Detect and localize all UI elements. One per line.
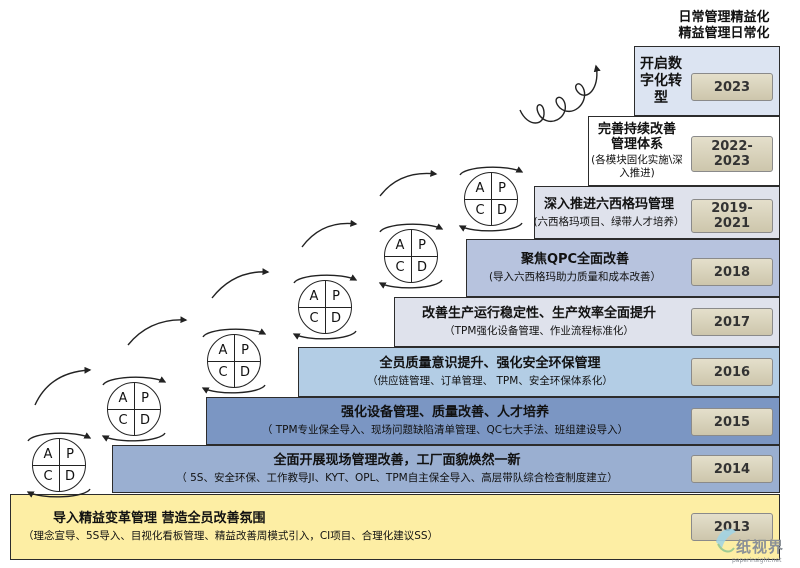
year-badge: 2018 (691, 258, 773, 286)
step-2018: 聚焦QPC全面改善 (导入六西格玛助力质量和成本改善） 2018 (466, 239, 780, 297)
step-title: 完善持续改善管理体系 (597, 122, 676, 152)
pdca-cycle-wheel: A P C D (207, 334, 261, 388)
pdca-act-label: A (218, 342, 228, 358)
pdca-check-label: C (475, 202, 485, 218)
pdca-plan-label: P (498, 180, 506, 196)
pdca-cycle-wheel: A P C D (32, 438, 86, 492)
step-subtitle: （TPM强化设备管理、作业流程标准化） (444, 325, 634, 337)
pdca-act-label: A (118, 390, 128, 406)
pdca-cycle-wheel: A P C D (107, 382, 161, 436)
year-badge: 2019- 2021 (691, 199, 773, 233)
progress-arrow (379, 169, 438, 197)
spiral-arrow (519, 64, 601, 124)
step-subtitle: （ 5S、安全环保、工作教导JI、KYT、OPL、TPM自主保全导入、高层带队综… (176, 472, 618, 484)
page-title-line1: 日常管理精益化 (678, 10, 770, 25)
step-title: 聚焦QPC全面改善 (520, 252, 630, 267)
pdca-check-label: C (118, 412, 128, 428)
pdca-do-label: D (330, 310, 341, 326)
step-subtitle: （理念宣导、5S导入、目视化看板管理、精益改善周模式引入，CI项目、合理化建议S… (23, 530, 439, 542)
step-title: 开启数字化转型 (640, 55, 682, 106)
step-2022-2023: 完善持续改善管理体系 (各模块固化实施\深入推进) 2022- 2023 (588, 116, 780, 186)
progress-arrow (127, 316, 188, 346)
pdca-check-label: C (309, 310, 319, 326)
pdca-plan-label: P (241, 342, 249, 358)
pdca-do-label: D (496, 202, 507, 218)
pdca-plan-label: P (418, 237, 426, 253)
pdca-cycle-wheel: A P C D (298, 280, 352, 334)
pdca-cycle-wheel: A P C D (384, 229, 438, 283)
pdca-plan-label: P (332, 288, 340, 304)
progress-arrow (34, 366, 92, 406)
pdca-do-label: D (64, 468, 75, 484)
step-title: 全员质量意识提升、强化安全环保管理 (379, 356, 601, 371)
step-subtitle: (各模块固化实施\深入推进) (591, 154, 683, 179)
step-2016: 全员质量意识提升、强化安全环保管理 （供应链管理、订单管理、 TPM、安全环保体… (298, 347, 780, 397)
step-2015: 强化设备管理、质量改善、人才培养 （ TPM专业保全导入、现场问题缺陷清单管理、… (206, 397, 780, 445)
pdca-act-label: A (475, 180, 485, 196)
step-title: 改善生产运行稳定性、生产效率全面提升 (421, 306, 656, 321)
pdca-act-label: A (43, 446, 53, 462)
year-badge: 2016 (691, 358, 773, 386)
pdca-check-label: C (43, 468, 53, 484)
progress-arrow (301, 219, 358, 248)
page-title-line2: 精益管理日常化 (678, 26, 770, 41)
year-badge: 2014 (691, 455, 773, 483)
step-2013: 导入精益变革管理 营造全员改善氛围 （理念宣导、5S导入、目视化看板管理、精益改… (10, 494, 780, 560)
step-subtitle: (导入六西格玛助力质量和成本改善） (488, 271, 662, 283)
pdca-do-label: D (416, 259, 427, 275)
step-title: 强化设备管理、质量改善、人才培养 (340, 405, 549, 420)
watermark-text: 纸视界 (736, 538, 785, 556)
step-subtitle: (六西格玛项目、绿带人才培养） (533, 215, 685, 228)
year-badge: 2015 (691, 408, 773, 436)
pdca-check-label: C (218, 364, 228, 380)
step-2014: 全面开展现场管理改善，工厂面貌焕然一新 （ 5S、安全环保、工作教导JI、KYT… (112, 445, 780, 493)
step-2019-2021: 深入推进六西格玛管理 (六西格玛项目、绿带人才培养） 2019- 2021 (533, 186, 780, 239)
progress-arrow (211, 268, 270, 299)
step-2023: 开启数字化转型 2023 (634, 46, 780, 116)
step-2017: 改善生产运行稳定性、生产效率全面提升 （TPM强化设备管理、作业流程标准化） 2… (394, 297, 780, 347)
pdca-act-label: A (309, 288, 319, 304)
year-badge: 2022- 2023 (691, 136, 773, 172)
pdca-plan-label: P (66, 446, 74, 462)
pdca-act-label: A (395, 237, 405, 253)
year-badge: 2017 (691, 308, 773, 336)
step-subtitle: （ TPM专业保全导入、现场问题缺陷清单管理、QC七大手法、班组建设导入） (261, 424, 629, 436)
pdca-cycle-wheel: A P C D (464, 172, 518, 226)
pdca-do-label: D (239, 364, 250, 380)
year-badge: 2023 (691, 73, 773, 101)
step-title: 导入精益变革管理 营造全员改善氛围 (53, 511, 266, 526)
pdca-plan-label: P (141, 390, 149, 406)
step-title: 深入推进六西格玛管理 (543, 196, 674, 212)
watermark-url: paperinsight.net (732, 557, 782, 564)
step-title: 全面开展现场管理改善，工厂面貌焕然一新 (273, 453, 521, 468)
step-subtitle: （供应链管理、订单管理、 TPM、安全环保体系化） (367, 375, 613, 387)
pdca-check-label: C (395, 259, 405, 275)
pdca-do-label: D (139, 412, 150, 428)
page-title: 日常管理精益化 精益管理日常化 (668, 10, 780, 42)
